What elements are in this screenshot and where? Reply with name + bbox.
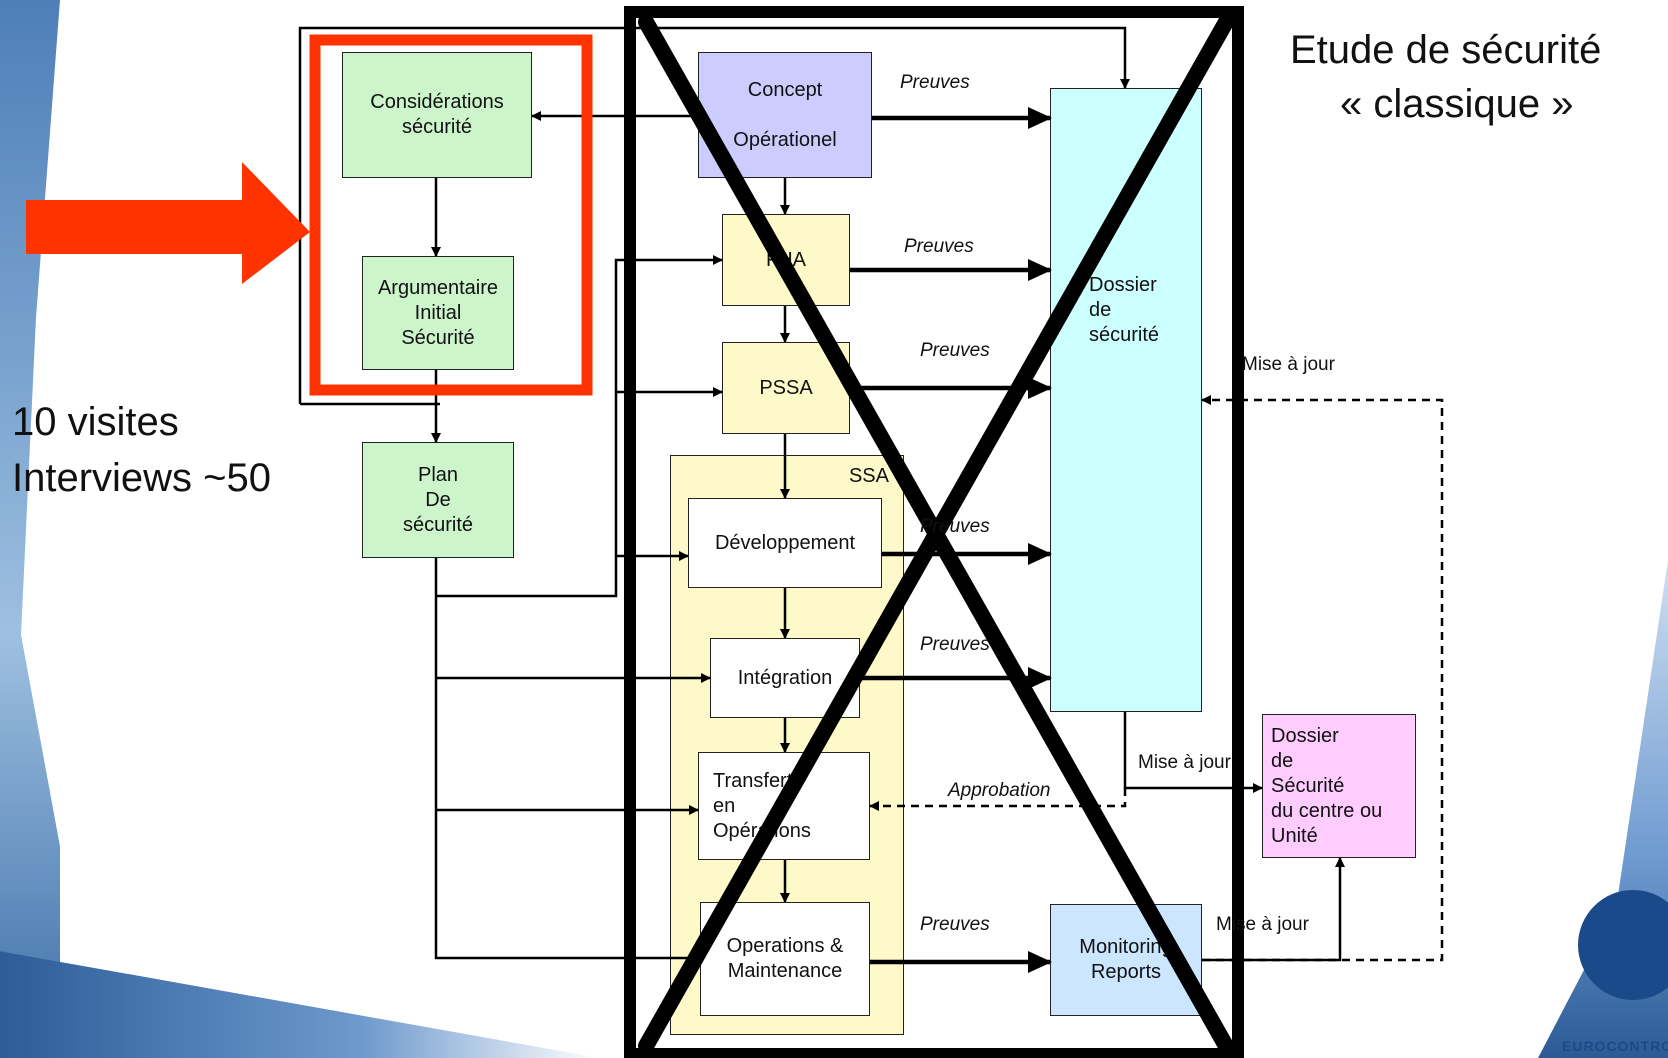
- mise-a-jour-label-monitoring: Mise à jour: [1216, 914, 1309, 935]
- stats-line1: 10 visites: [12, 400, 179, 444]
- preuves-label-integration: Preuves: [920, 634, 990, 655]
- eurocontrol-logo-icon: [1578, 890, 1668, 1000]
- argumentaire-box: Argumentaire Initial Sécurité: [362, 256, 514, 370]
- preuves-label-pssa: Preuves: [920, 340, 990, 361]
- dossier-centre-box: Dossier de Sécurité du centre ou Unité: [1262, 714, 1416, 858]
- mise-a-jour-label-dossier: Mise à jour: [1242, 354, 1335, 375]
- preuves-label-operations: Preuves: [920, 914, 990, 935]
- logo-text: EUROCONTROL: [1562, 1038, 1668, 1054]
- highlight-frame: [309, 34, 593, 396]
- considerations-box: Considérations sécurité: [342, 52, 532, 178]
- preuves-label-concept: Preuves: [900, 72, 970, 93]
- ssa-label: SSA: [848, 465, 889, 487]
- cross-out-frame: [624, 6, 1244, 1058]
- preuves-label-developpement: Preuves: [920, 516, 990, 537]
- stats-line2: Interviews ~50: [12, 456, 272, 500]
- mise-a-jour-label-centre: Mise à jour: [1138, 752, 1231, 773]
- title-line1: Etude de sécurité: [1290, 28, 1602, 72]
- pointer-arrow-icon: [26, 162, 310, 284]
- cross-line-2: [638, 14, 1234, 1054]
- developpement-box: Développement: [688, 498, 882, 588]
- approbation-label: Approbation: [948, 780, 1051, 801]
- preuves-label-fha: Preuves: [904, 236, 974, 257]
- plan-box: Plan De sécurité: [362, 442, 514, 558]
- title-line2: « classique »: [1340, 82, 1574, 126]
